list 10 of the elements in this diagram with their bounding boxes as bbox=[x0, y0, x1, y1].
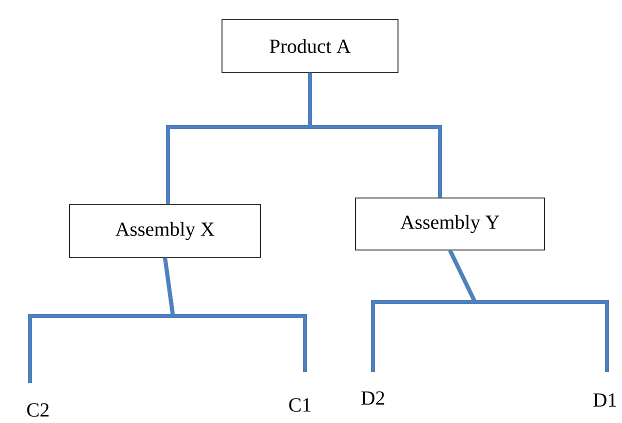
connector-line bbox=[308, 72, 442, 198]
part-label: D1 bbox=[593, 393, 616, 407]
part-box: Assembly X bbox=[69, 204, 261, 258]
part-box: Product A bbox=[222, 19, 398, 73]
connector-line bbox=[448, 250, 609, 372]
connector-line bbox=[163, 258, 307, 372]
part-label: C1 bbox=[289, 398, 310, 412]
part-box: Assembly Y bbox=[355, 198, 545, 250]
part-label: D2 bbox=[361, 391, 384, 405]
part-label: C2 bbox=[27, 403, 49, 417]
